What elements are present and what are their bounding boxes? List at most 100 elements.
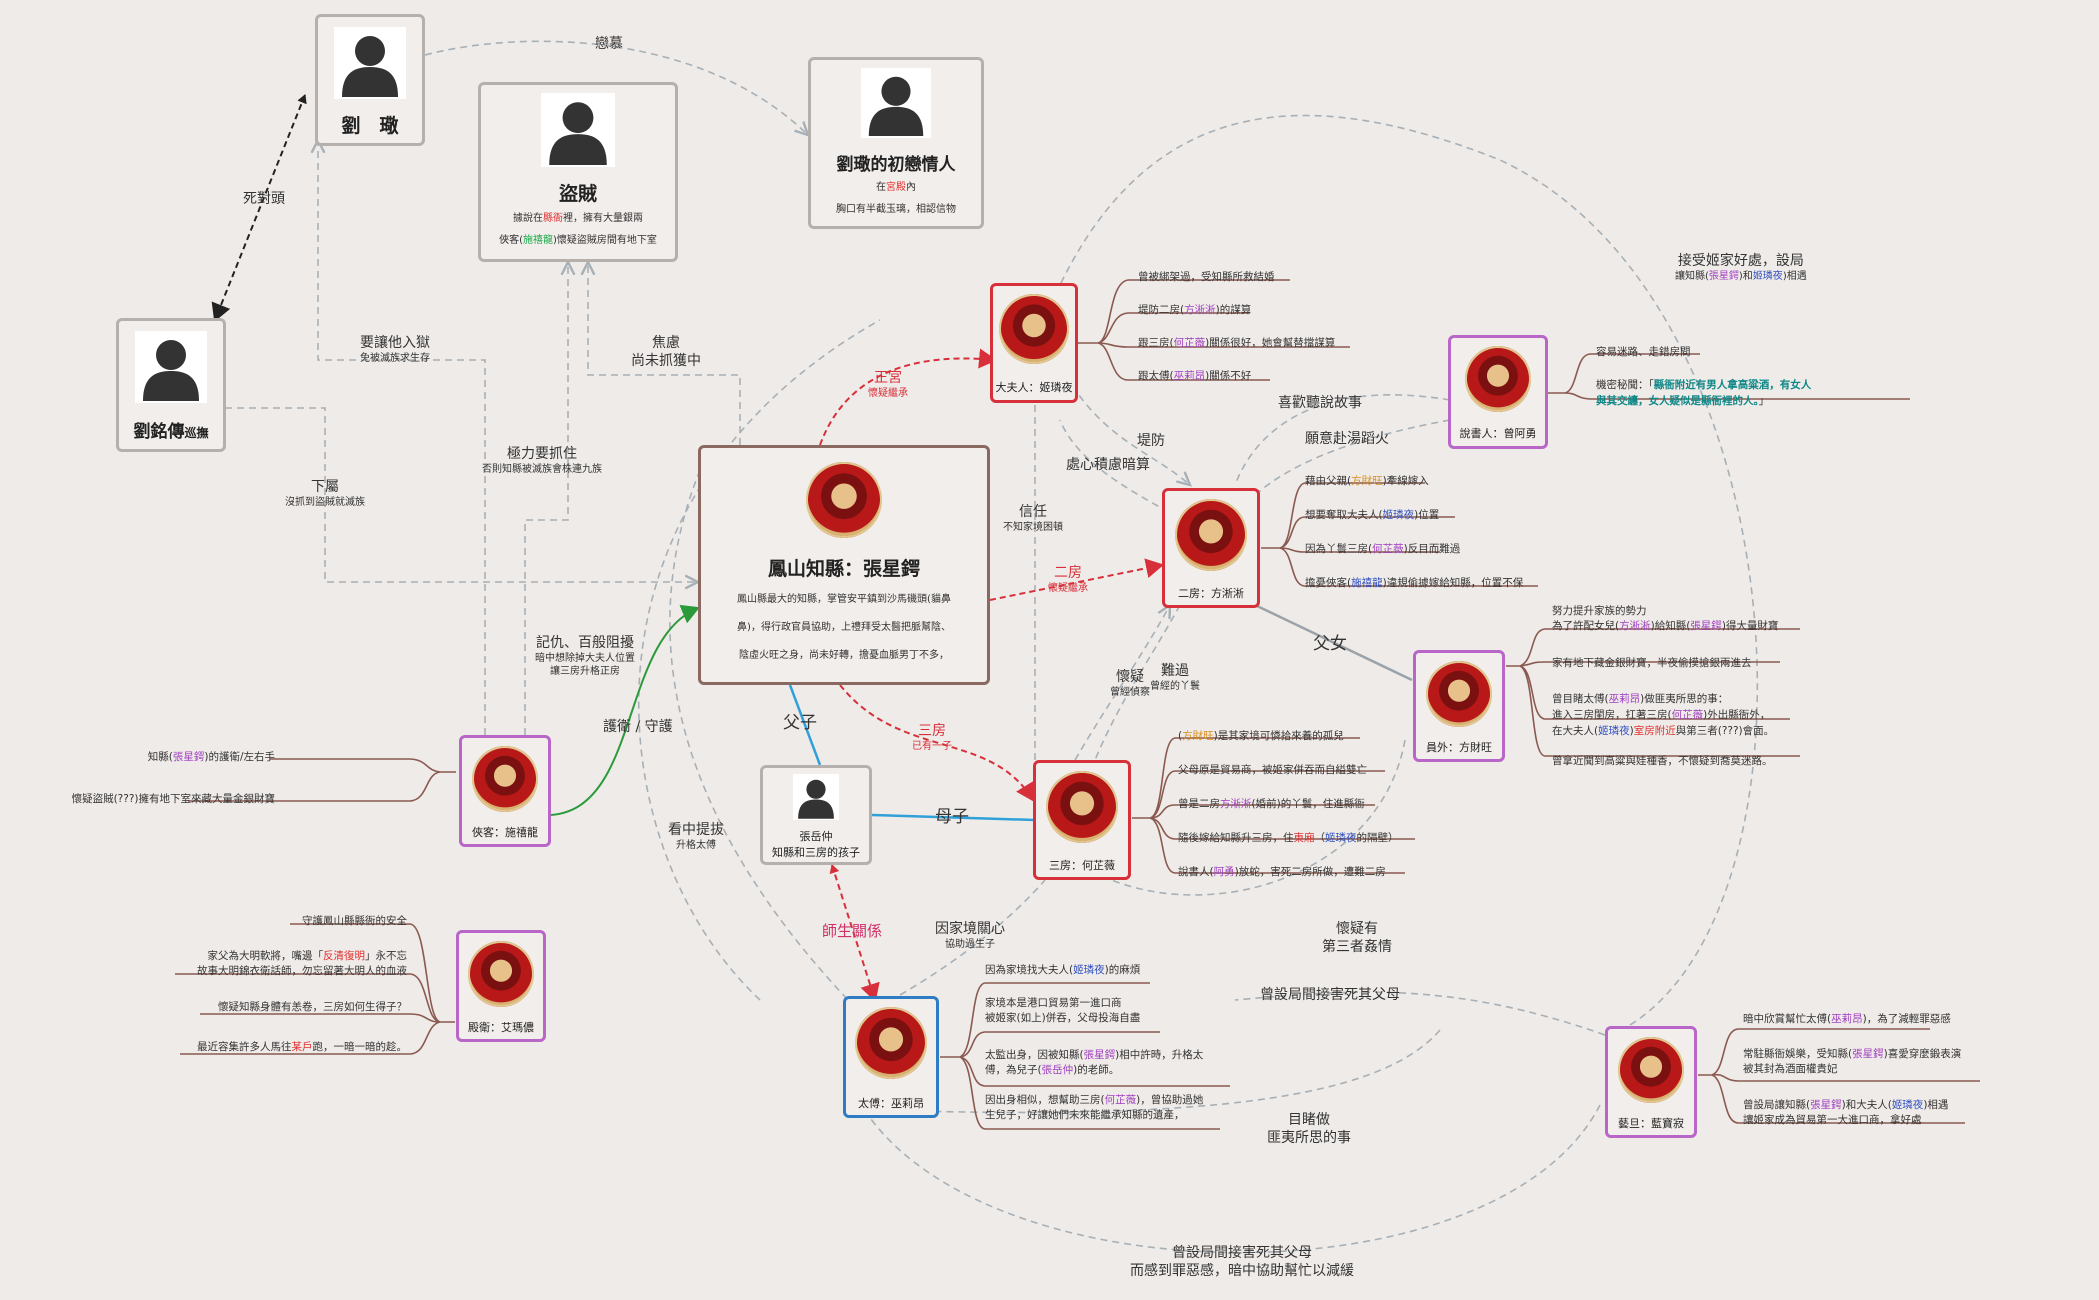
note-segment: 反清復明 bbox=[323, 950, 365, 962]
card-fang-father[interactable]: 員外：方財旺 bbox=[1413, 650, 1505, 762]
guard-note: 家父為大明軟將，嘴邊「反清復明」永不忘 bbox=[208, 949, 408, 963]
wife1-note: 跟三房(何芷薇)關係很好，她會幫替擋謀算 bbox=[1138, 336, 1335, 350]
t: 正宮 bbox=[874, 370, 902, 386]
branch-guard bbox=[175, 923, 455, 1055]
card-guard[interactable]: 殿衛：艾瑪儂 bbox=[456, 930, 546, 1042]
magistrate-desc1: 鳳山縣最大的知縣，掌管安平鎮到沙馬磯頭(貓鼻 bbox=[737, 594, 951, 605]
note-segment: 阿勇 bbox=[1213, 866, 1235, 878]
note-segment: 家有地下藏金銀財寶，半夜偷摸搶銀兩進去 bbox=[1552, 657, 1752, 669]
wife3-note: 隨後嫁給知縣升三房，住東廂（姬璘夜的隔壁） bbox=[1178, 831, 1399, 845]
storyteller-portrait bbox=[1465, 346, 1531, 412]
note-segment: 堤防二房( bbox=[1138, 304, 1185, 316]
note-segment: 姬璘夜 bbox=[1325, 832, 1357, 844]
note-segment: )違規偷據嫁給知縣，位置不保 bbox=[1382, 577, 1524, 589]
magistrate-desc3: 陰虛火旺之身，尚未好轉，擔憂血脈男丁不多， bbox=[739, 650, 949, 661]
card-bandit[interactable]: 盜賊 據說在縣衙裡，擁有大量銀兩 俠客(施禧龍)懷疑盜賊房間有地下室 bbox=[478, 82, 678, 262]
liu-che-name: 劉 璥 bbox=[341, 115, 399, 137]
t: 升格太傅 bbox=[676, 840, 716, 851]
wife3-portrait bbox=[1046, 771, 1118, 843]
note-segment: )的老師。 bbox=[1073, 1064, 1120, 1076]
note-segment: 藉由父親( bbox=[1305, 475, 1352, 487]
branch-tutor bbox=[940, 982, 1230, 1130]
t: 下屬 bbox=[311, 479, 339, 495]
t: 不知家境困頓 bbox=[1003, 522, 1063, 533]
note-segment: )關係不好 bbox=[1205, 370, 1252, 382]
note-segment: 被姬家(如上)併吞，父母投海自盡 bbox=[985, 1012, 1141, 1024]
note-segment: 懷疑知縣身體有恙卷，三房如何生得子？ bbox=[218, 1001, 407, 1013]
t: 信任 bbox=[1019, 504, 1047, 520]
note-segment: )相中許時，升格太 bbox=[1115, 1049, 1204, 1061]
t: 免被滅族求生存 bbox=[360, 353, 430, 364]
card-liu-mingchuan[interactable]: 劉銘傳巡撫 bbox=[116, 318, 226, 452]
note-segment: )外出縣衙外， bbox=[1703, 709, 1771, 721]
note-segment: 跑，一暗一暗的趁。 bbox=[312, 1041, 408, 1053]
branch-knight bbox=[188, 758, 456, 802]
note-segment: 何芷薇 bbox=[1671, 709, 1704, 721]
note-segment: 因出身相似，想幫助三房( bbox=[985, 1094, 1105, 1106]
note-segment: 張星鍔 bbox=[1810, 1099, 1842, 1111]
note-segment: )是其家境可憐拾來養的孤兒 bbox=[1213, 730, 1344, 742]
note-segment: 最近容集許多人馬往 bbox=[197, 1041, 292, 1053]
note-segment: 守護鳳山縣縣衙的安全 bbox=[302, 915, 407, 927]
person-silhouette-icon bbox=[541, 93, 615, 167]
card-wife3[interactable]: 三房：何芷薇 bbox=[1033, 760, 1131, 880]
t: 曾設局間接害死其父母 bbox=[1172, 1245, 1312, 1261]
note-segment: 方淅淅 bbox=[1619, 620, 1651, 632]
card-storyteller[interactable]: 說書人：曾阿勇 bbox=[1448, 335, 1548, 449]
card-liu-che[interactable]: 劉 璥 bbox=[315, 14, 425, 146]
guard-note: 懷疑知縣身體有恙卷，三房如何生得子？ bbox=[218, 1000, 407, 1014]
label-love: 戀慕 bbox=[595, 36, 623, 52]
card-wife2[interactable]: 二房：方淅淅 bbox=[1162, 488, 1260, 608]
card-magistrate[interactable]: 鳳山知縣：張星鍔 鳳山縣最大的知縣，掌管安平鎮到沙馬磯頭(貓鼻 鼻)，得行政官員… bbox=[698, 445, 990, 685]
note-segment: 知縣( bbox=[147, 751, 173, 763]
line-willing bbox=[1249, 419, 1451, 501]
person-silhouette-icon bbox=[334, 27, 406, 99]
card-wife1[interactable]: 大夫人：姬璘夜 bbox=[990, 283, 1078, 403]
label-suspect: 懷疑曾經偵察 bbox=[1110, 668, 1150, 699]
wife1-note: 跟太傅(巫莉昂)關係不好 bbox=[1138, 369, 1251, 383]
note-segment: 曾設局讓知縣( bbox=[1743, 1099, 1811, 1111]
note-segment: 姬璘夜 bbox=[1073, 964, 1105, 976]
t: )相遇 bbox=[1782, 271, 1807, 282]
guard-note: 故事大明錦衣衛話師，勿忘留著大明人的血液 bbox=[197, 964, 407, 978]
card-son[interactable]: 張岳仲 知縣和三房的孩子 bbox=[760, 765, 872, 865]
note-segment: 曾目睹太傅( bbox=[1552, 693, 1609, 705]
note-segment: 進入三房閨房，扛著三房( bbox=[1552, 709, 1672, 721]
line-anxious bbox=[588, 262, 741, 445]
card-tutor[interactable]: 太傅：巫莉昂 bbox=[843, 996, 939, 1118]
t: 曾經偵察 bbox=[1110, 687, 1150, 698]
note-segment: 想要奪取大夫人( bbox=[1305, 509, 1383, 521]
label-bottom: 曾設局間接害死其父母而感到罪惡感，暗中協助幫忙以減緩 bbox=[1130, 1244, 1354, 1280]
line-hard bbox=[1094, 604, 1181, 761]
note-segment: 張星鍔 bbox=[1690, 620, 1722, 632]
line-mother-son bbox=[871, 813, 1036, 822]
card-opera[interactable]: 藝旦：藍寶寂 bbox=[1605, 1026, 1697, 1138]
t: 已有一子 bbox=[912, 741, 952, 752]
branch-fang bbox=[1506, 628, 1800, 757]
note-segment: )，為了減輕罪惡感 bbox=[1862, 1013, 1951, 1025]
label-protect: 護衛 / 守護 bbox=[603, 719, 673, 735]
note-segment: 張星鍔 bbox=[172, 751, 205, 763]
tutor-note: 因為家境找大夫人(姬璘夜)的麻煩 bbox=[985, 963, 1140, 977]
line-third bbox=[839, 684, 1035, 802]
t: 懷疑 bbox=[1116, 669, 1144, 685]
card-first-love[interactable]: 劉璥的初戀情人 在宮殿內 胸口有半截玉璃，相認信物 bbox=[808, 57, 984, 229]
opera-note: 被其封為酒面權貴妃 bbox=[1743, 1062, 1838, 1076]
note-segment: 曾是二房 bbox=[1178, 798, 1220, 810]
note-segment: )的謀算 bbox=[1215, 304, 1252, 316]
opera-note: 曾設局讓知縣(張星鍔)和大夫人(姬璘夜)相遇 bbox=[1743, 1098, 1948, 1112]
wife3-label: 三房：何芷薇 bbox=[1049, 859, 1115, 872]
note-segment: 生兒子，好讓她們未來能繼承知縣的遺產， bbox=[985, 1109, 1185, 1121]
note-segment: 機密秘聞：「 bbox=[1596, 379, 1654, 391]
note-segment: )得大量財寶 bbox=[1721, 620, 1779, 632]
card-knight[interactable]: 俠客：施禧龍 bbox=[459, 735, 551, 847]
knight-note: 知縣(張星鍔)的護衛/左右手 bbox=[148, 750, 275, 764]
line-father-son bbox=[788, 684, 822, 766]
liu-mingchuan-name: 劉銘傳巡撫 bbox=[119, 417, 223, 442]
t: 施禧龍 bbox=[523, 235, 553, 246]
note-segment: 暗中欣賞幫忙太傅( bbox=[1743, 1013, 1832, 1025]
note-segment: 隨後嫁給知縣升三房，住 bbox=[1178, 832, 1294, 844]
line-witness bbox=[879, 1029, 1441, 1114]
fang-father-note: 家有地下藏金銀財寶，半夜偷摸搶銀兩進去 bbox=[1552, 656, 1752, 670]
fang-father-note: 為了許配女兒(方淅淅)給知縣(張星鍔)得大量財寶 bbox=[1552, 619, 1778, 633]
